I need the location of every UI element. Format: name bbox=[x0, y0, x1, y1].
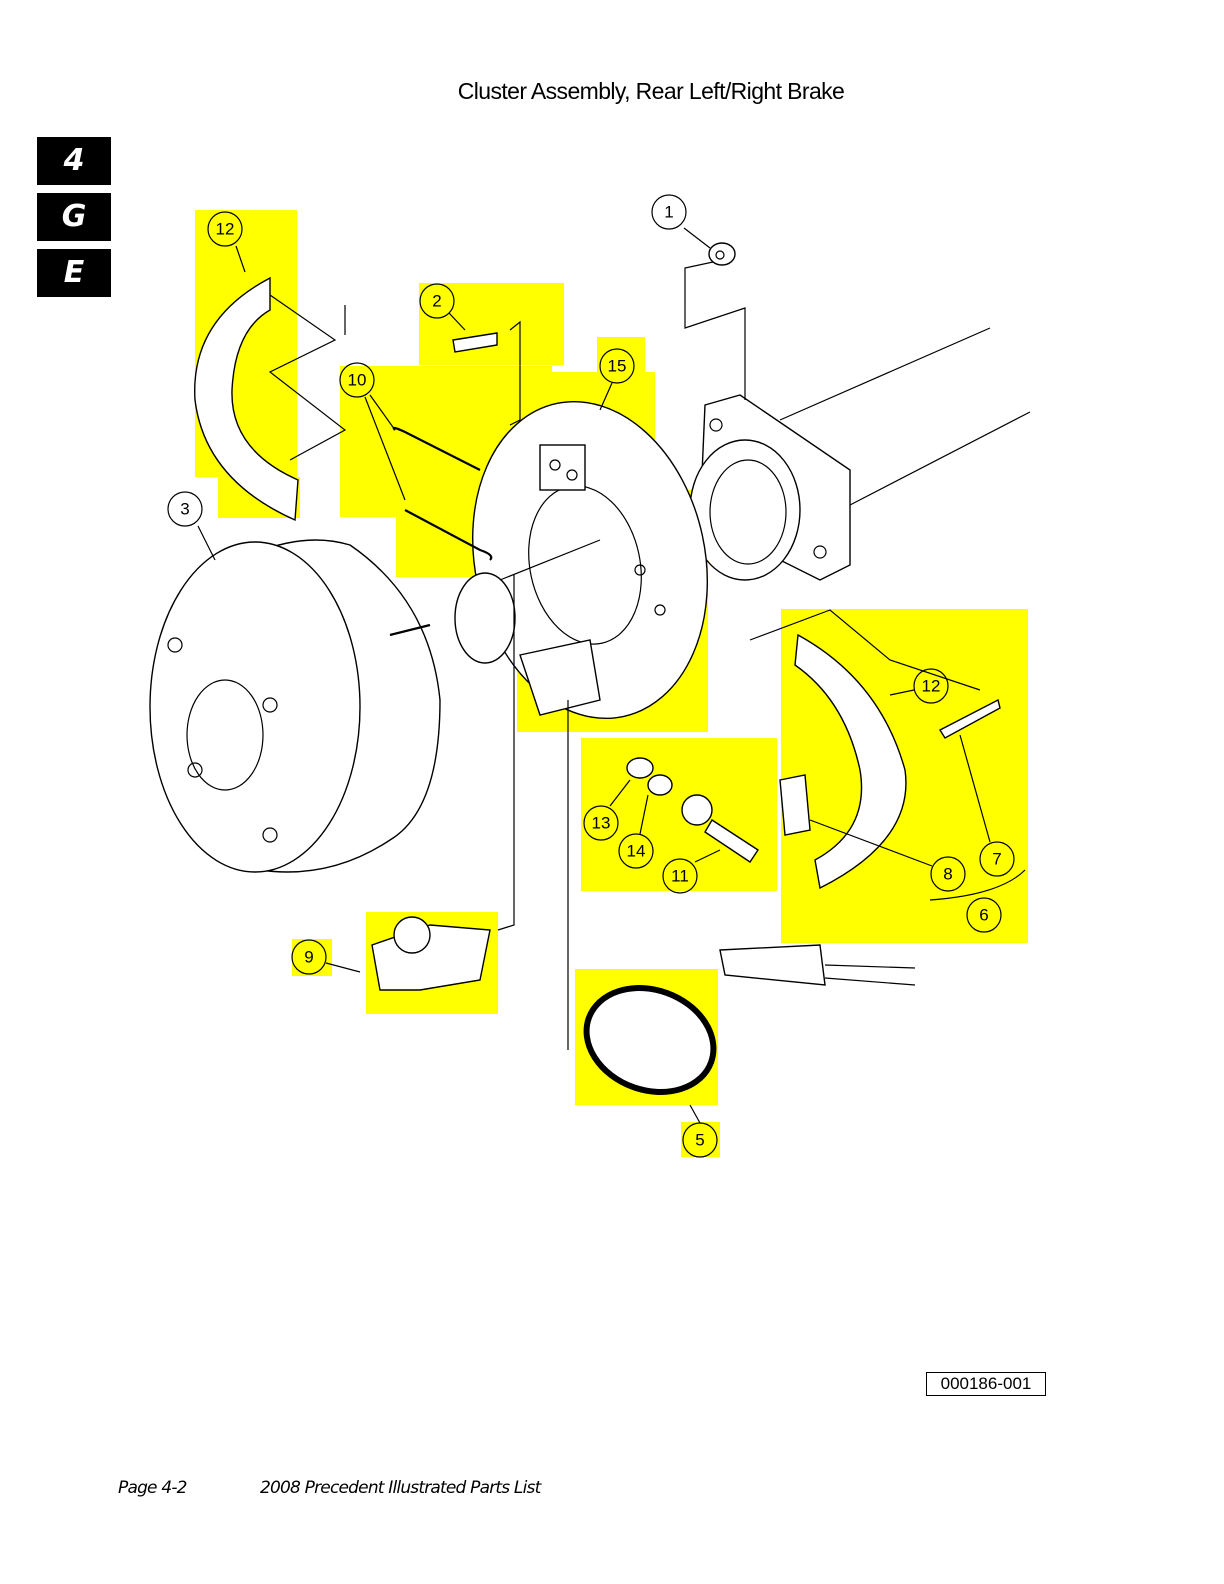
svg-text:5: 5 bbox=[695, 1131, 704, 1150]
svg-text:7: 7 bbox=[992, 850, 1001, 869]
callout-12-left: 12 bbox=[207, 211, 243, 247]
callout-9: 9 bbox=[291, 939, 327, 975]
leader-lines bbox=[197, 227, 1026, 1124]
section-tab-e[interactable]: E bbox=[37, 249, 111, 297]
section-tab-g[interactable]: G bbox=[37, 193, 111, 241]
callout-8: 8 bbox=[930, 856, 966, 892]
figure-id: 000186-001 bbox=[926, 1372, 1046, 1396]
callout-3: 3 bbox=[167, 491, 203, 527]
svg-text:13: 13 bbox=[592, 814, 611, 833]
callout-2: 2 bbox=[419, 283, 455, 319]
svg-text:2: 2 bbox=[432, 292, 441, 311]
svg-text:15: 15 bbox=[608, 357, 627, 376]
footer-page-number: Page 4-2 bbox=[118, 1478, 187, 1498]
callout-11: 11 bbox=[662, 858, 698, 894]
callout-12-right: 12 bbox=[913, 668, 949, 704]
svg-text:12: 12 bbox=[922, 677, 941, 696]
svg-text:10: 10 bbox=[348, 371, 367, 390]
callout-1: 1 bbox=[651, 194, 687, 230]
callout-7: 7 bbox=[979, 841, 1015, 877]
svg-text:6: 6 bbox=[979, 906, 988, 925]
svg-text:12: 12 bbox=[216, 220, 235, 239]
callout-10: 10 bbox=[339, 362, 375, 398]
brake-shoes bbox=[194, 276, 907, 890]
callout-14: 14 bbox=[618, 833, 654, 869]
callout-15: 15 bbox=[599, 348, 635, 384]
page-title: Cluster Assembly, Rear Left/Right Brake bbox=[457, 78, 845, 104]
brake-drum bbox=[149, 539, 601, 873]
svg-text:8: 8 bbox=[943, 865, 952, 884]
svg-text:14: 14 bbox=[627, 842, 646, 861]
svg-text:3: 3 bbox=[180, 500, 189, 519]
section-tab-4[interactable]: 4 bbox=[37, 137, 111, 185]
callout-13: 13 bbox=[583, 805, 619, 841]
backing-plate bbox=[471, 400, 709, 720]
svg-text:1: 1 bbox=[664, 203, 673, 222]
svg-text:11: 11 bbox=[671, 867, 689, 886]
axle-housing bbox=[684, 242, 1031, 581]
footer-doc-title: 2008 Precedent Illustrated Parts List bbox=[260, 1478, 541, 1498]
callout-6: 6 bbox=[966, 897, 1002, 933]
small-parts bbox=[371, 332, 1001, 1095]
callout-5: 5 bbox=[682, 1122, 718, 1158]
svg-text:9: 9 bbox=[304, 948, 313, 967]
